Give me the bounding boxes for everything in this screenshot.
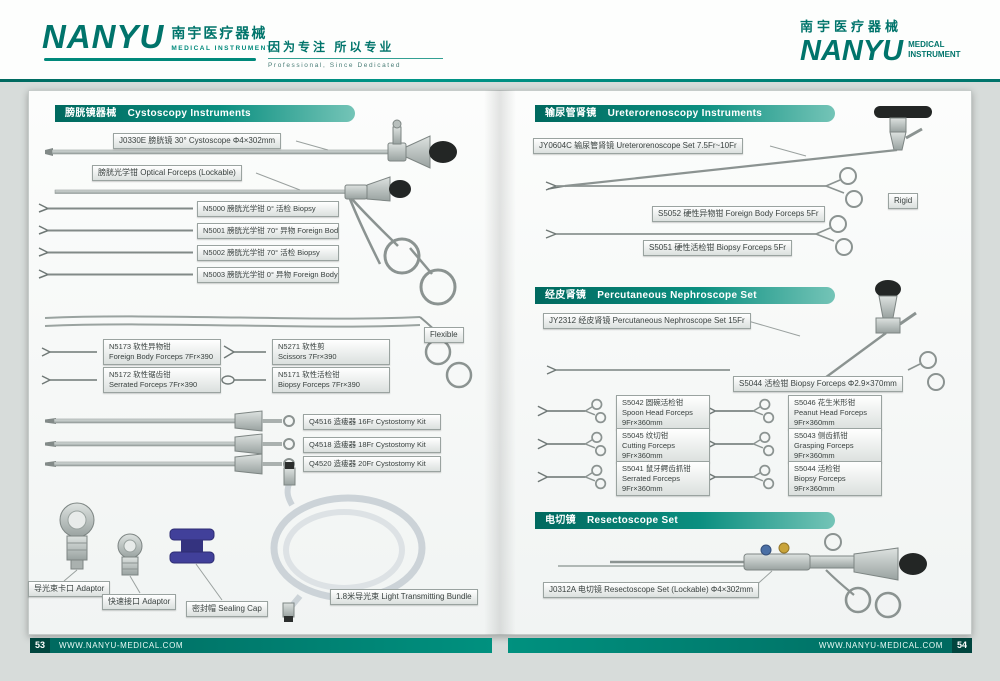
page-number-right: 54 xyxy=(952,638,972,653)
label-cystostomy-q4520: Q4520 造瘘器 20Fr Cystostomy Kit xyxy=(303,456,441,472)
label-sealing-cap: 密封帽 Sealing Cap xyxy=(186,601,268,618)
logo-underline xyxy=(44,58,256,61)
brand-subtitle-line: INSTRUMENT xyxy=(908,50,961,59)
label-grasper-s5042: S5042 圆碗活检钳 Spoon Head Forceps 9Fr×360mm xyxy=(616,395,710,431)
label-forceps-n5000: N5000 膀胱光学钳 0° 活检 Biopsy xyxy=(197,201,339,217)
label-flexible-tag: Flexible xyxy=(424,327,464,344)
tagline-english: Professional, Since Dedicated xyxy=(268,62,402,69)
label-grasper-s5046: S5046 花生米形钳 Peanut Head Forceps 9Fr×360m… xyxy=(788,395,882,431)
label-line: S5046 花生米形钳 xyxy=(794,398,856,407)
center-fold xyxy=(484,90,516,635)
section-title-en: Ureterorenoscopy Instruments xyxy=(607,108,763,119)
label-flexible-n5271: N5271 软性剪 Scissors 7Fr×390 xyxy=(272,339,390,365)
label-optical-forceps: 膀胱光学钳 Optical Forceps (Lockable) xyxy=(92,165,242,182)
label-line: 9Fr×360mm xyxy=(794,417,835,427)
section-header-resectoscope: 电切镜 Resectoscope Set xyxy=(535,512,835,529)
label-forceps-n5001: N5001 膀胱光学钳 70° 异物 Foreign Body xyxy=(197,223,339,239)
label-line: Grasping Forceps xyxy=(794,440,854,450)
label-line: Cutting Forceps xyxy=(622,440,675,450)
label-grasper-s5041: S5041 鼠牙鳄齿抓钳 Serrated Forceps 9Fr×360mm xyxy=(616,461,710,497)
brand-row: NANYU MEDICAL INSTRUMENT xyxy=(800,37,961,66)
nanyu-logo-left: NANYU 南宇医疗器械 MEDICAL INSTRUMENT xyxy=(42,20,272,53)
brand-chinese-name: 南宇医疗器械 xyxy=(800,19,903,34)
label-grasper-s5045: S5045 纹切钳 Cutting Forceps 9Fr×360mm xyxy=(616,428,710,464)
brand-wordmark: NANYU xyxy=(800,35,904,67)
label-forceps-n5003: N5003 膀胱光学钳 0° 异物 Foreign Body xyxy=(197,267,339,283)
label-flexible-n5172: N5172 软性锯齿钳 Serrated Forceps 7Fr×390 xyxy=(103,367,221,393)
label-forceps-s5052: S5052 硬性异物钳 Foreign Body Forceps 5Fr xyxy=(652,206,825,223)
label-line: N5172 软性锯齿钳 xyxy=(109,370,171,379)
footer-url-right: WWW.NANYU-MEDICAL.COM xyxy=(818,641,943,650)
label-light-bundle: 1.8米导光束 Light Transmitting Bundle xyxy=(330,589,478,606)
section-title-cn: 膀胱镜器械 xyxy=(65,108,117,119)
label-biopsy-s5044: S5044 活检钳 Biopsy Forceps Φ2.9×370mm xyxy=(733,376,903,393)
label-line: 9Fr×360mm xyxy=(794,483,835,493)
label-line: N5171 软性活检钳 xyxy=(278,370,340,379)
label-line: Serrated Forceps 7Fr×390 xyxy=(109,379,198,389)
label-line: 9Fr×360mm xyxy=(622,417,663,427)
label-forceps-n5002: N5002 膀胱光学钳 70° 活检 Biopsy xyxy=(197,245,339,261)
footer-left: 53 WWW.NANYU-MEDICAL.COM xyxy=(30,638,492,653)
section-title-en: Percutaneous Nephroscope Set xyxy=(597,290,757,301)
label-rigid-tag: Rigid xyxy=(888,193,919,210)
page-header: NANYU 南宇医疗器械 MEDICAL INSTRUMENT 因为专注 所以专… xyxy=(0,0,1000,80)
section-header-cystoscopy: 膀胱镜器械 Cystoscopy Instruments xyxy=(55,105,355,122)
label-line: N5173 软性异物钳 xyxy=(109,342,171,351)
label-line: S5042 圆碗活检钳 xyxy=(622,398,684,407)
label-line: S5041 鼠牙鳄齿抓钳 xyxy=(622,464,691,473)
label-line: S5044 活检钳 xyxy=(794,464,841,473)
section-title-en: Cystoscopy Instruments xyxy=(127,108,251,119)
brand-subtitle-line: MEDICAL xyxy=(908,40,945,49)
section-title-en: Resectoscope Set xyxy=(587,515,678,526)
label-line: Biopsy Forceps xyxy=(794,473,846,483)
section-title-cn: 电切镜 xyxy=(545,515,576,526)
label-line: N5271 软性剪 xyxy=(278,342,325,351)
label-cystoscope: J0330E 膀胱镜 30° Cystoscope Φ4×302mm xyxy=(113,133,282,150)
label-line: 9Fr×360mm xyxy=(794,450,835,460)
header-divider xyxy=(0,79,1000,82)
footer-right: WWW.NANYU-MEDICAL.COM 54 xyxy=(508,638,972,653)
footer-url-left: WWW.NANYU-MEDICAL.COM xyxy=(59,641,184,650)
label-line: Foreign Body Forceps 7Fr×390 xyxy=(109,351,214,361)
company-tagline: 因为专注 所以专业 Professional, Since Dedicated xyxy=(268,38,443,69)
brand-wordmark: NANYU xyxy=(42,18,165,55)
label-flexible-n5173: N5173 软性异物钳 Foreign Body Forceps 7Fr×390 xyxy=(103,339,221,365)
brand-side: 南宇医疗器械 MEDICAL INSTRUMENT xyxy=(171,20,272,52)
label-line: 9Fr×360mm xyxy=(622,483,663,493)
label-grasper-s5043: S5043 侧齿抓钳 Grasping Forceps 9Fr×360mm xyxy=(788,428,882,464)
label-line: Scissors 7Fr×390 xyxy=(278,351,337,361)
label-line: S5045 纹切钳 xyxy=(622,431,669,440)
section-title-cn: 输尿管肾镜 xyxy=(545,108,597,119)
section-header-nephroscope: 经皮肾镜 Percutaneous Nephroscope Set xyxy=(535,287,835,304)
section-header-ureterorenoscopy: 输尿管肾镜 Ureterorenoscopy Instruments xyxy=(535,105,835,122)
label-forceps-s5051: S5051 硬性活检钳 Biopsy Forceps 5Fr xyxy=(643,240,792,257)
label-cystostomy-q4518: Q4518 造瘘器 18Fr Cystostomy Kit xyxy=(303,437,441,453)
label-line: Peanut Head Forceps xyxy=(794,407,867,417)
tagline-chinese: 因为专注 所以专业 xyxy=(268,38,443,59)
label-nephroscope: JY2312 经皮肾镜 Percutaneous Nephroscope Set… xyxy=(543,313,751,330)
label-cystostomy-q4516: Q4516 造瘘器 16Fr Cystostomy Kit xyxy=(303,414,441,430)
label-light-adaptor: 导光束卡口 Adaptor xyxy=(28,581,111,598)
label-resectoscope: J0312A 电切镜 Resectoscope Set (Lockable) Φ… xyxy=(543,582,760,599)
nanyu-logo-right: 南宇医疗器械 NANYU MEDICAL INSTRUMENT xyxy=(800,16,961,66)
label-ureteroscope: JY0604C 输尿管肾镜 Ureterorenoscope Set 7.5Fr… xyxy=(533,138,743,155)
label-line: Serrated Forceps xyxy=(622,473,680,483)
brand-chinese-name: 南宇医疗器械 xyxy=(171,25,268,41)
label-quick-adaptor: 快速接口 Adaptor xyxy=(102,594,177,611)
label-line: Biopsy Forceps 7Fr×390 xyxy=(278,379,360,389)
brand-subtitle: MEDICAL INSTRUMENT xyxy=(908,37,960,60)
brand-subtitle: MEDICAL INSTRUMENT xyxy=(171,45,273,52)
label-line: Spoon Head Forceps xyxy=(622,407,693,417)
section-title-cn: 经皮肾镜 xyxy=(545,290,587,301)
page-number-left: 53 xyxy=(30,638,50,653)
label-line: 9Fr×360mm xyxy=(622,450,663,460)
label-line: S5043 侧齿抓钳 xyxy=(794,431,848,440)
label-grasper-s5044: S5044 活检钳 Biopsy Forceps 9Fr×360mm xyxy=(788,461,882,497)
label-flexible-n5171: N5171 软性活检钳 Biopsy Forceps 7Fr×390 xyxy=(272,367,390,393)
